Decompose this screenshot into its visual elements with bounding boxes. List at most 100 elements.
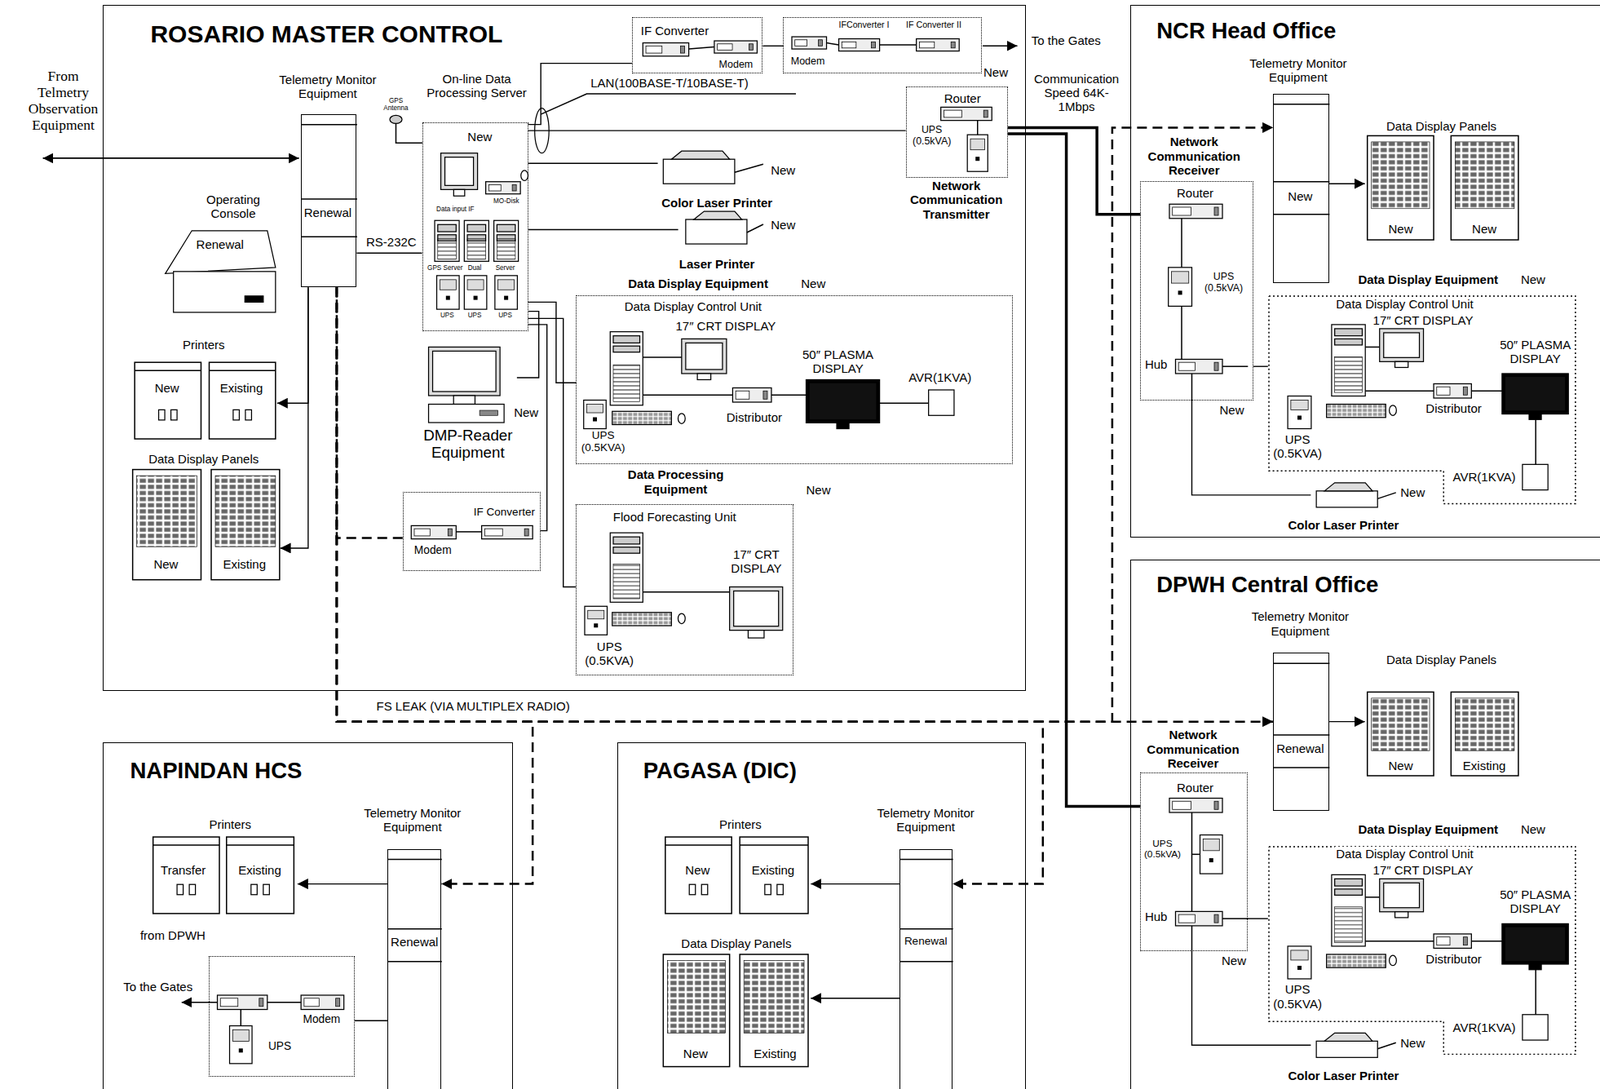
- node-text: Color Laser Printer: [1286, 517, 1400, 532]
- equipment-box: PrintersTransferExistingfrom DPWH: [139, 830, 298, 915]
- node-text: Renewal: [303, 205, 353, 220]
- node-text: On-line Data Processing Server: [425, 71, 528, 101]
- node-text: Telemetry Monitor Equipment: [1237, 56, 1360, 85]
- plasma-symbol: [1529, 414, 1542, 420]
- node-text: UPS (0.5KVA): [579, 639, 641, 668]
- ups-symbol: [592, 417, 597, 422]
- device-symbol: [220, 998, 238, 1007]
- node-text: Distributor: [1424, 951, 1482, 966]
- node-text: Data Display Equipment: [1356, 272, 1499, 287]
- printer-symbol: [764, 883, 772, 895]
- monitor-symbol: [747, 630, 765, 638]
- wire-line: [1222, 917, 1248, 920]
- node-text: New: [1286, 189, 1313, 204]
- ups-symbol: [1209, 857, 1214, 862]
- wire-line: [879, 44, 917, 46]
- cable-bundle: [534, 108, 550, 154]
- monitor-symbol: [441, 153, 478, 191]
- device-symbol: [950, 41, 955, 49]
- cabinet-box: Telemetry Monitor EquipmentRenewal: [300, 114, 358, 288]
- connector-label: RS-232C: [365, 234, 418, 249]
- wire-line: [1180, 305, 1183, 359]
- device-symbol: [645, 45, 663, 54]
- panel-symbol: [132, 469, 202, 580]
- node-text: Router: [1175, 185, 1215, 200]
- equipment-box: Data Display PanelsNewExisting: [130, 467, 281, 582]
- device-symbol: [1175, 358, 1223, 374]
- node-text: 17″ CRT DISPLAY: [674, 318, 777, 333]
- leader-line: [1377, 1042, 1397, 1049]
- note-label: To the Gates: [122, 979, 194, 994]
- network-link: [1007, 133, 1141, 807]
- printer-symbol: [134, 369, 201, 372]
- wire-line: [540, 93, 796, 115]
- equipment-box: On-line Data Processing ServerNewData in…: [422, 122, 529, 332]
- equipment-box: DMP-Reader EquipmentNew: [423, 344, 518, 425]
- panel-symbol: [743, 959, 805, 1033]
- ups-symbol: [1290, 400, 1309, 411]
- node-text: Router: [943, 91, 982, 106]
- tower-symbol: [1334, 878, 1363, 886]
- wire-line: [1191, 925, 1194, 951]
- device-symbol: [642, 43, 689, 57]
- equipment-box: Data Display EquipmentNewData Display Co…: [1268, 845, 1577, 1056]
- wire-line: [1365, 389, 1434, 392]
- node-text: Renewal: [389, 934, 439, 949]
- node-text: New: [1220, 953, 1247, 968]
- ups-symbol: [975, 156, 980, 161]
- panel-symbol: [1367, 135, 1434, 240]
- wire-line: [1534, 969, 1537, 1015]
- ups-symbol: [1168, 267, 1193, 307]
- equipment-box: PrintersNewExisting: [132, 358, 278, 441]
- device-symbol: [748, 44, 753, 51]
- device-symbol: [335, 998, 341, 1007]
- panel-symbol: [739, 954, 809, 1067]
- node-text: IF Converter: [640, 23, 710, 38]
- device-symbol: [791, 36, 827, 49]
- device-symbol: [839, 39, 880, 52]
- node-text: Modem: [301, 1012, 341, 1026]
- connector: [528, 163, 659, 164]
- node-text: Printers: [207, 817, 252, 831]
- cabinet-symbol: [1273, 181, 1331, 183]
- node-text: New: [1219, 402, 1246, 417]
- printer-symbol: [226, 836, 295, 914]
- monitor-symbol: [1379, 328, 1424, 362]
- device-symbol: [486, 181, 522, 195]
- node-text: Hub: [1144, 357, 1169, 372]
- ups-symbol: [1297, 965, 1302, 970]
- panel-symbol: [211, 469, 280, 580]
- node-text: Data Display Panels: [1385, 652, 1498, 667]
- ups-symbol: [1287, 945, 1312, 979]
- device-symbol: [1178, 362, 1195, 371]
- wire-line: [642, 393, 733, 396]
- cabinet-box: Telemetry Monitor EquipmentRenewal: [1272, 652, 1330, 811]
- device-symbol: [919, 41, 934, 49]
- tower-symbol: [437, 224, 457, 232]
- connector: [528, 301, 577, 383]
- cabinet-symbol: [1273, 213, 1331, 216]
- plasma-symbol: [1505, 376, 1566, 412]
- laser-printer-symbol: [693, 211, 743, 220]
- device-symbol: [714, 40, 758, 54]
- monitor-symbol: [453, 395, 475, 405]
- printer-symbol: [233, 409, 240, 420]
- node-text: 17″ CRT DISPLAY: [1372, 313, 1475, 328]
- reader-symbol: [479, 410, 499, 416]
- wire-line: [689, 47, 715, 50]
- tower-symbol: [496, 238, 516, 260]
- tower-symbol: [613, 547, 641, 554]
- device-symbol: [680, 45, 686, 54]
- monitor-symbol: [1379, 878, 1424, 911]
- node-text: Dual: [467, 264, 483, 272]
- wire-line: [976, 120, 979, 136]
- device-symbol: [1172, 800, 1192, 809]
- connector: [528, 318, 577, 587]
- radio-link: [336, 287, 403, 538]
- arrow-line: [181, 1001, 218, 1004]
- keyboard-symbol: [1326, 404, 1387, 418]
- ups-symbol: [586, 404, 603, 414]
- laser-printer-symbol: [662, 159, 735, 184]
- panel-symbol: [1454, 698, 1515, 751]
